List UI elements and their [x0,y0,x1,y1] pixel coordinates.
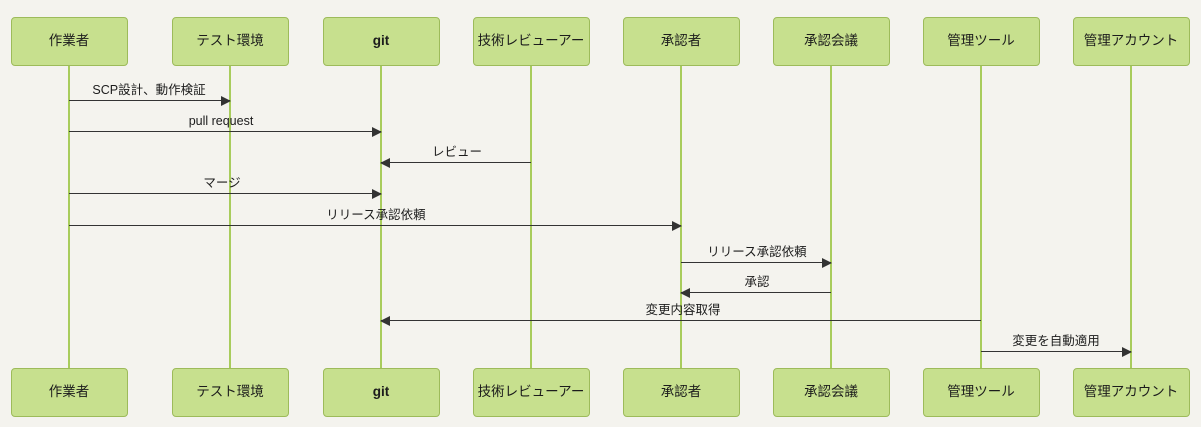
arrowhead-left-icon [680,288,690,298]
participant-reviewer-bottom[interactable]: 技術レビューアー [472,368,590,417]
participant-testenv-top[interactable]: テスト環境 [171,17,289,66]
participant-label: 承認会議 [804,384,858,400]
participant-label: 承認者 [660,384,702,400]
participant-tool-bottom[interactable]: 管理ツール [922,368,1040,417]
arrowhead-left-icon [380,316,390,326]
message-arrow-6 [681,258,832,268]
message-arrow-4 [69,189,382,199]
participant-label: 作業者 [48,33,90,49]
lifeline-account [1130,66,1132,368]
message-arrow-1 [69,96,231,106]
lifeline-worker [68,66,70,368]
message-label-8: 変更内容取得 [645,303,721,317]
participant-worker-bottom[interactable]: 作業者 [10,368,128,417]
arrowhead-right-icon [1122,347,1132,357]
message-arrow-9 [981,347,1132,357]
participant-reviewer-top[interactable]: 技術レビューアー [472,17,590,66]
message-label-7: 承認 [744,275,770,289]
message-arrow-2 [69,127,382,137]
participant-label: 技術レビューアー [477,33,585,49]
message-arrow-3 [380,158,531,168]
arrowhead-right-icon [672,221,682,231]
participant-label: 管理アカウント [1083,33,1179,49]
participant-label: 承認者 [660,33,702,49]
participant-label: git [372,33,390,49]
lifeline-reviewer [530,66,532,368]
message-arrow-5 [69,221,682,231]
arrowhead-right-icon [822,258,832,268]
participant-label: テスト環境 [196,33,264,49]
participant-label: 管理ツール [947,384,1015,400]
arrowhead-right-icon [372,127,382,137]
lifeline-tool [980,66,982,368]
lifeline-meeting [830,66,832,368]
participant-label: 作業者 [48,384,90,400]
participant-git-top[interactable]: git [322,17,440,66]
participant-account-bottom[interactable]: 管理アカウント [1072,368,1190,417]
participant-testenv-bottom[interactable]: テスト環境 [171,368,289,417]
participant-label: 管理ツール [947,33,1015,49]
message-arrow-7 [680,288,831,298]
lifeline-approver [680,66,682,368]
participant-account-top[interactable]: 管理アカウント [1072,17,1190,66]
participant-worker-top[interactable]: 作業者 [10,17,128,66]
message-label-2: pull request [188,114,254,128]
message-label-6: リリース承認依頼 [707,245,807,259]
participant-label: git [372,384,390,400]
message-label-5: リリース承認依頼 [326,208,426,222]
message-label-4: マージ [203,176,241,190]
message-label-3: レビュー [431,145,483,159]
participant-label: 管理アカウント [1083,384,1179,400]
participant-label: 承認会議 [804,33,858,49]
participant-label: 技術レビューアー [477,384,585,400]
participant-label: テスト環境 [196,384,264,400]
arrowhead-right-icon [221,96,231,106]
participant-meeting-top[interactable]: 承認会議 [772,17,890,66]
lifeline-git [380,66,382,368]
message-label-9: 変更を自動適用 [1012,334,1100,348]
participant-approver-top[interactable]: 承認者 [622,17,740,66]
participant-meeting-bottom[interactable]: 承認会議 [772,368,890,417]
participant-git-bottom[interactable]: git [322,368,440,417]
participant-tool-top[interactable]: 管理ツール [922,17,1040,66]
lifeline-testenv [229,66,231,368]
arrowhead-left-icon [380,158,390,168]
message-label-1: SCP設計、動作検証 [92,83,206,97]
participant-approver-bottom[interactable]: 承認者 [622,368,740,417]
message-arrow-8 [380,316,981,326]
arrowhead-right-icon [372,189,382,199]
